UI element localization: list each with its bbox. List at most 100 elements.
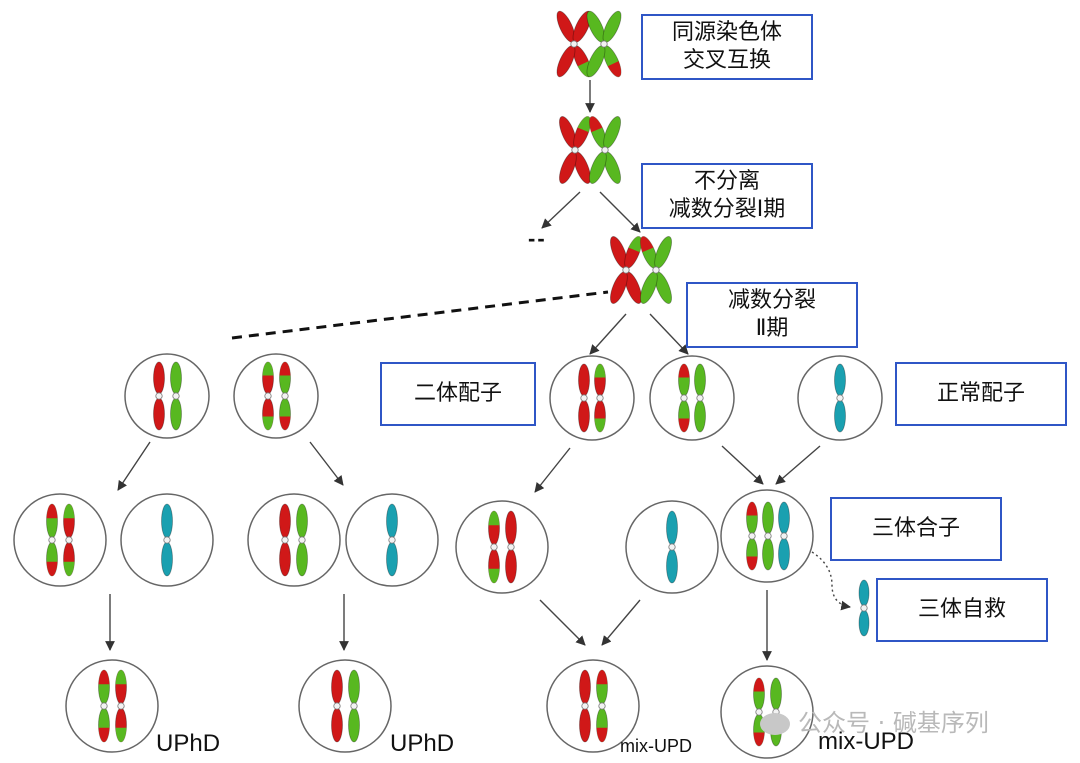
x-chromatid-arm bbox=[556, 45, 576, 78]
chromatid-arm-bottom bbox=[386, 541, 398, 577]
chromatid-arm-top bbox=[753, 677, 765, 711]
chromatid-arm-top bbox=[596, 669, 608, 705]
arrow-tetrad-to-nondisjoined bbox=[599, 191, 641, 233]
centromere bbox=[748, 532, 756, 540]
cell-outcome-uphd-2 bbox=[298, 659, 392, 753]
chromosome-recombinant bbox=[279, 361, 291, 431]
missing-chromosome-mark: -- bbox=[528, 226, 547, 251]
chromatid-arm-top bbox=[579, 669, 591, 705]
chromatid-arm-bottom bbox=[170, 397, 182, 431]
chromosome-recombinant bbox=[488, 510, 500, 584]
chromatid-arm-bottom bbox=[331, 707, 343, 743]
chromatid-arm-top bbox=[578, 363, 590, 397]
chromatid-arm-top bbox=[46, 503, 58, 539]
cell-outcome-mixupd-1 bbox=[546, 659, 640, 753]
chromosome-paternal bbox=[694, 363, 706, 433]
centromere bbox=[652, 266, 660, 274]
chromatid-arm-top bbox=[488, 510, 500, 546]
chromosome-recombinant bbox=[678, 363, 690, 433]
chromosome-recombinant bbox=[746, 501, 758, 571]
centromere bbox=[48, 536, 56, 544]
centromere bbox=[65, 536, 73, 544]
chromosome-recombinant bbox=[63, 503, 75, 577]
chromatid-arm-top bbox=[505, 510, 517, 546]
chromatid-arm-bottom bbox=[778, 537, 790, 571]
bivalent-maternal bbox=[559, 116, 591, 184]
outcome-label-uphd-1: UPhD bbox=[156, 730, 221, 757]
chromatid-arm-bottom bbox=[678, 399, 690, 433]
centromere bbox=[117, 702, 125, 710]
chromosome-recombinant bbox=[262, 361, 274, 431]
centromere bbox=[570, 40, 578, 48]
centromere bbox=[598, 702, 606, 710]
chromosome-recombinant bbox=[115, 669, 127, 743]
chromosome-paternal bbox=[170, 361, 182, 431]
cell-gamete-2 bbox=[233, 353, 319, 439]
chromosome-normal bbox=[386, 503, 398, 577]
chromosome-recombinant bbox=[596, 669, 608, 743]
centromere bbox=[680, 394, 688, 402]
chromatid-arm-top bbox=[858, 579, 870, 607]
chromosome-paternal bbox=[296, 503, 308, 577]
centromere bbox=[860, 604, 868, 612]
chromatid-arm-top bbox=[762, 501, 774, 535]
label-nondisjunction-line1: 不分离 bbox=[693, 169, 760, 194]
outcome-label-mixupd-2: mix-UPD bbox=[818, 728, 914, 755]
label-normal-gamete: 正常配子 bbox=[936, 381, 1025, 406]
cell-zygote-1a bbox=[13, 493, 107, 587]
centromere bbox=[172, 392, 180, 400]
chromosome-maternal bbox=[579, 669, 591, 743]
bivalent-paternal bbox=[640, 236, 672, 304]
chromatid-arm-bottom bbox=[834, 399, 846, 433]
centromere bbox=[622, 266, 630, 274]
chromatid-arm-bottom bbox=[279, 397, 291, 431]
label-meiosis2-line2: Ⅱ期 bbox=[755, 316, 789, 341]
arrow-normal-to-trisomy bbox=[775, 445, 821, 485]
chromatid-arm-top bbox=[746, 501, 758, 535]
arrows bbox=[105, 80, 851, 661]
bivalent-maternal bbox=[610, 236, 642, 304]
chromosome-normal bbox=[834, 363, 846, 433]
centromere bbox=[600, 40, 608, 48]
chromatid-arm-bottom bbox=[762, 537, 774, 571]
chromatid-arm-top bbox=[348, 669, 360, 705]
chromatid-arm-top bbox=[594, 363, 606, 397]
wechat-icon bbox=[760, 713, 790, 735]
label-disomic-gamete: 二体配子 bbox=[413, 381, 502, 406]
arrow-rescue-dotted bbox=[811, 551, 851, 611]
chromatid-arm-bottom bbox=[596, 707, 608, 743]
chromatid-arm-bottom bbox=[578, 399, 590, 433]
chromatid-arm-top bbox=[63, 503, 75, 539]
chromosome-paternal bbox=[762, 501, 774, 571]
centromere bbox=[601, 146, 609, 154]
chromosome-recombinant bbox=[98, 669, 110, 743]
outcome-label-uphd-2: UPhD bbox=[390, 730, 455, 757]
x-arm bbox=[556, 45, 576, 78]
cell-zygote-2a bbox=[247, 493, 341, 587]
label-trisomy-rescue: 三体自救 bbox=[917, 597, 1006, 622]
centromere bbox=[281, 536, 289, 544]
arrow-g2-to-z2 bbox=[309, 441, 344, 486]
arrow-tetrad-to-lost bbox=[541, 191, 581, 229]
bivalent-paternal bbox=[589, 116, 621, 184]
label-trisomic-zygote: 三体合子 bbox=[871, 516, 960, 541]
label-meiosis2-box: 减数分裂 Ⅱ期 bbox=[686, 282, 858, 348]
cell-outcome-uphd-1 bbox=[65, 659, 159, 753]
chromosome-recombinant bbox=[594, 363, 606, 433]
chromatid-arm-top bbox=[279, 503, 291, 539]
chromatid-arm-top bbox=[386, 503, 398, 539]
label-nondisjunction-line2: 减数分裂Ⅰ期 bbox=[668, 197, 786, 222]
chromatid-arm-bottom bbox=[161, 541, 173, 577]
chromatid-arm-bottom bbox=[348, 707, 360, 743]
chromosomes bbox=[46, 10, 870, 747]
chromatid-arm-bottom bbox=[694, 399, 706, 433]
chromatid-arm-bottom bbox=[666, 548, 678, 584]
cell-gamete-1 bbox=[124, 353, 210, 439]
x-chromatid-arm bbox=[602, 10, 622, 43]
bivalent-paternal bbox=[586, 10, 622, 78]
chromosome-maternal bbox=[578, 363, 590, 433]
chromatid-arm-top bbox=[170, 361, 182, 395]
chromosome-recombinant bbox=[753, 677, 765, 747]
cell-gamete-3 bbox=[549, 355, 635, 441]
